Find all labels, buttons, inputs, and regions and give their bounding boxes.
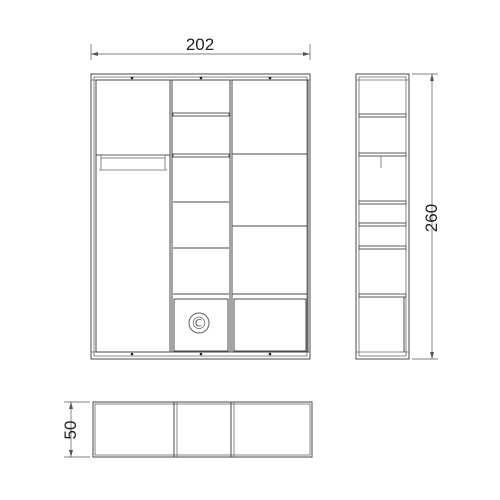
depth-label: 50 xyxy=(61,421,80,440)
fixing-dot xyxy=(130,352,134,356)
fixing-dot xyxy=(199,352,203,356)
drawer xyxy=(173,298,229,352)
drawer xyxy=(233,298,307,352)
height-label: 260 xyxy=(422,204,441,232)
shelf xyxy=(358,222,407,227)
width-label: 202 xyxy=(186,35,214,54)
fixing-dot xyxy=(268,352,272,356)
front-view: © xyxy=(90,73,311,360)
shelf xyxy=(358,113,407,118)
shelf xyxy=(358,200,407,205)
depth-dimension: 50 xyxy=(61,401,90,458)
width-dimension: 202 xyxy=(90,35,311,60)
shelf xyxy=(358,293,407,298)
middle-column: © xyxy=(171,79,231,353)
shelf xyxy=(358,152,407,157)
height-dimension: 260 xyxy=(412,73,441,360)
left-compartment xyxy=(95,79,171,353)
fixing-dot xyxy=(130,76,134,80)
fixing-dot xyxy=(268,76,272,80)
fixing-dot xyxy=(199,76,203,80)
side-view xyxy=(355,73,410,360)
shelf xyxy=(358,245,407,250)
copyright-icon: © xyxy=(188,312,210,334)
svg-text:©: © xyxy=(191,314,208,334)
hanging-rail-icon xyxy=(99,154,167,171)
shelf xyxy=(172,112,230,117)
shelf xyxy=(172,153,230,158)
right-column xyxy=(231,79,309,353)
top-view xyxy=(92,401,313,458)
